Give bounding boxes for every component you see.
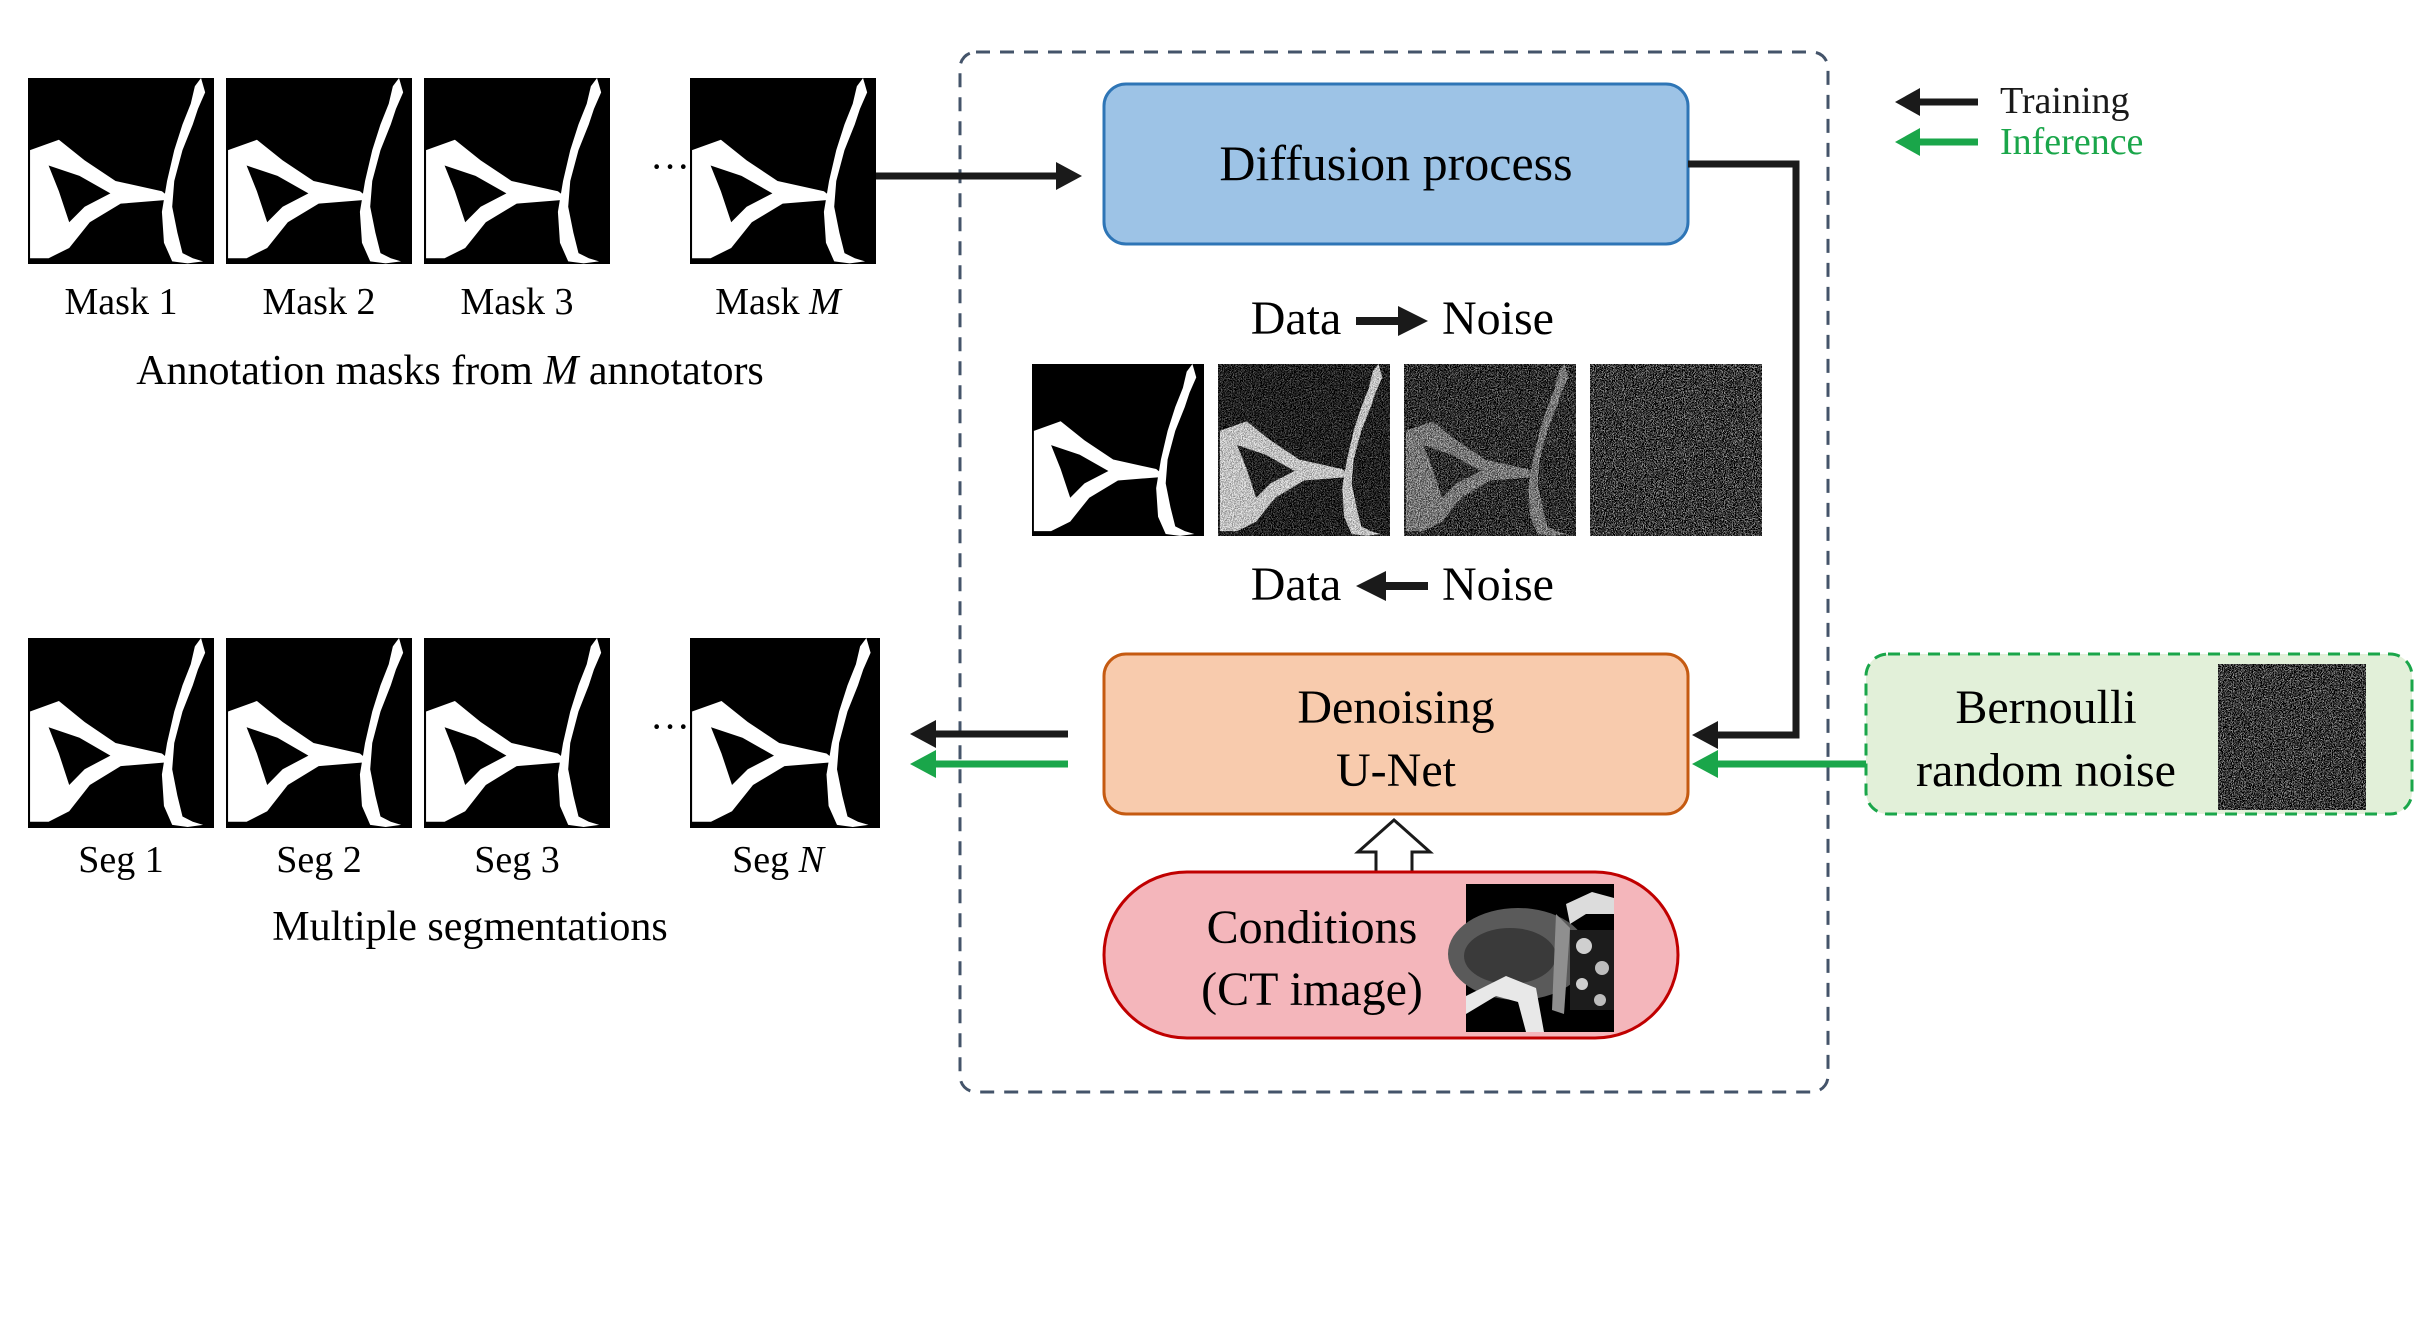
conditions-box: Conditions (CT image) [1102,870,1680,1040]
bernoulli-noise-thumb [2218,664,2366,810]
seg-thumb [28,638,214,828]
seg-label: Seg 3 [474,839,560,881]
legend: Training Inference [1895,80,2143,163]
legend-training-arrow [1895,88,1978,116]
pure-noise-thumb [1590,364,1762,536]
mask-thumb [690,78,876,264]
unet-to-segs-training-arrow [910,720,1068,748]
condition-up-arrow [1354,817,1434,874]
seg-label: Seg N [732,839,827,881]
training-loop-arrow [1688,160,1800,749]
masks-caption: Annotation masks from M annotators [136,348,764,394]
seg-thumb [424,638,610,828]
annotation-masks: ··· Mask 1 Mask 2 Mask 3 Mask M Annotati… [28,78,876,394]
unet-to-segs-inference-arrow [910,750,1068,778]
reverse-noise-text: Noise [1442,558,1554,611]
bernoulli-label-2: random noise [1916,744,2176,797]
legend-inference-label: Inference [2000,121,2143,163]
noise-to-unet-inference-arrow [1692,750,1866,778]
legend-training-label: Training [2000,80,2130,122]
noisy-thumb-light [1218,364,1390,536]
seg-label: Seg 1 [78,839,164,881]
ct-image-thumb [1448,884,1614,1032]
mask-label: Mask 3 [461,281,574,323]
masks-to-diffusion-arrow [876,162,1082,190]
reverse-label: Data Noise [1251,558,1554,611]
clean-thumb [1032,364,1204,536]
diffusion-process-box: Diffusion process [1102,82,1690,246]
segs-caption: Multiple segmentations [272,904,667,950]
noise-progression [1032,364,1762,536]
seg-ellipsis: ··· [650,704,690,749]
mask-label: Mask 1 [65,281,178,323]
segmentations: ··· Seg 1 Seg 2 Seg 3 Seg N Multiple seg… [28,638,880,950]
bernoulli-label-1: Bernoulli [1955,681,2136,734]
legend-inference-arrow [1895,128,1978,156]
mask-thumb [226,78,412,264]
seg-thumb [226,638,412,828]
noisy-thumb-heavy [1404,364,1576,536]
mask-label: Mask 2 [263,281,376,323]
denoising-unet-box: Denoising U-Net [1102,652,1690,816]
model-frame [958,50,1830,1094]
mask-thumb [424,78,610,264]
forward-data-text: Data [1251,292,1342,345]
mask-ellipsis: ··· [650,144,690,189]
mask-label: Mask M [715,281,843,323]
forward-label: Data Noise [1251,292,1554,345]
conditions-label-2: (CT image) [1201,963,1423,1016]
diffusion-process-label: Diffusion process [1219,135,1572,191]
mask-thumb [28,78,214,264]
denoising-label-2: U-Net [1336,744,1457,797]
denoising-label-1: Denoising [1297,681,1494,734]
bernoulli-noise-box: Bernoulli random noise [1864,652,2414,816]
seg-label: Seg 2 [276,839,362,881]
reverse-data-text: Data [1251,558,1342,611]
forward-noise-text: Noise [1442,292,1554,345]
conditions-label-1: Conditions [1207,901,1418,954]
seg-thumb [690,638,880,828]
